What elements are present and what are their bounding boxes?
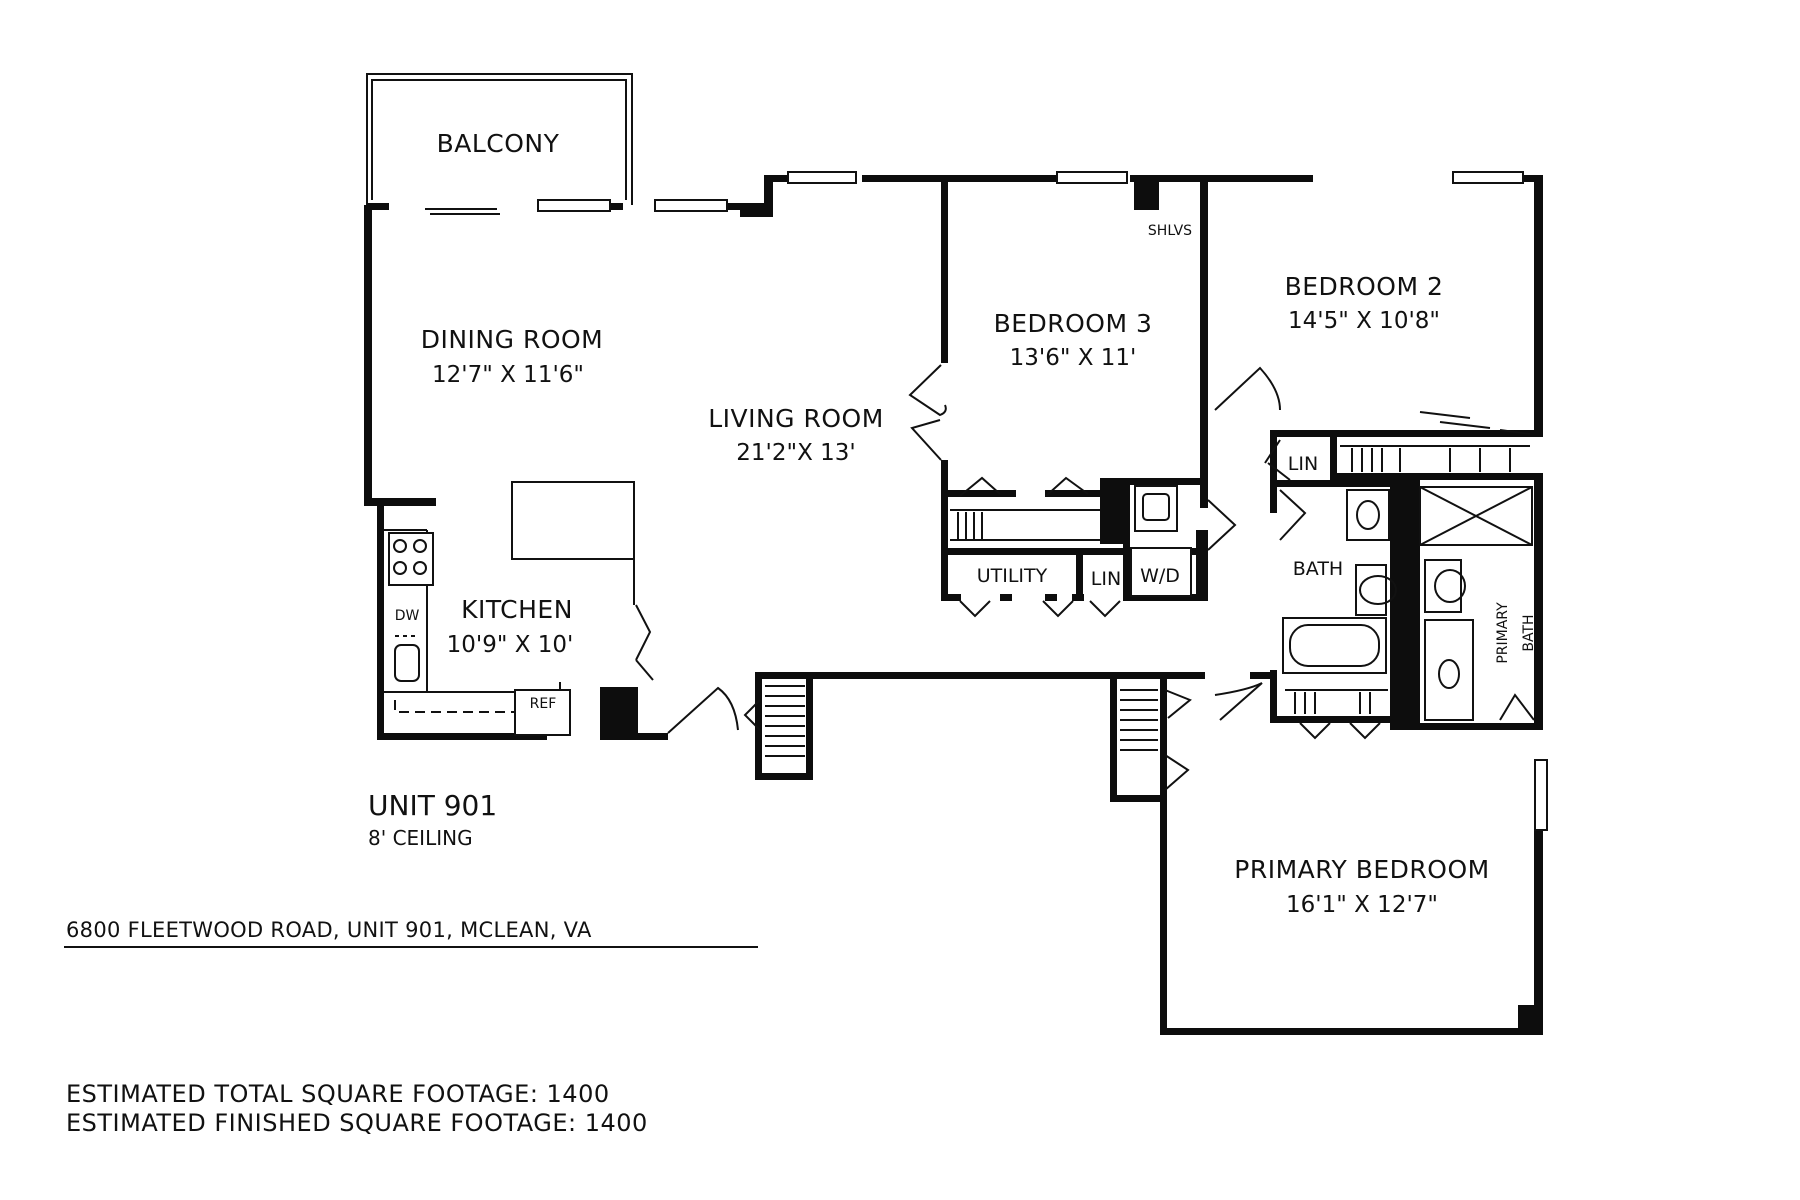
walls — [364, 175, 1543, 1035]
dining-room-size: 12'7" X 11'6" — [432, 362, 584, 388]
linen-label-utility: LIN — [1091, 568, 1121, 590]
balcony-outline — [366, 73, 633, 205]
fixture-labels: SHLVS LIN LIN UTILITY W/D BATH DW REF PR… — [395, 223, 1537, 712]
room-labels: BALCONY DINING ROOM 12'7" X 11'6" LIVING… — [421, 129, 1490, 918]
bath-label: BATH — [1293, 558, 1343, 580]
kitchen-size: 10'9" X 10' — [447, 632, 574, 658]
dining-room-label: DINING ROOM — [421, 325, 604, 354]
unit-title: UNIT 901 — [368, 789, 497, 822]
total-square-footage: ESTIMATED TOTAL SQUARE FOOTAGE: 1400 — [66, 1080, 610, 1108]
closet-shelving — [743, 411, 1531, 757]
balcony-label: BALCONY — [437, 129, 560, 158]
refrigerator-label: REF — [530, 696, 557, 712]
primary-bath-label-line1: PRIMARY — [1495, 602, 1511, 664]
washer-dryer-label: W/D — [1140, 565, 1180, 587]
primary-bath-label-line2: BATH — [1521, 614, 1537, 651]
dishwasher-label: DW — [395, 608, 420, 624]
bath-fixtures — [1282, 486, 1533, 721]
primary-bedroom-label: PRIMARY BEDROOM — [1234, 855, 1489, 884]
address: 6800 FLEETWOOD ROAD, UNIT 901, MCLEAN, V… — [66, 918, 592, 942]
bedroom-2-size: 14'5" X 10'8" — [1288, 308, 1440, 334]
finished-square-footage: ESTIMATED FINISHED SQUARE FOOTAGE: 1400 — [66, 1109, 648, 1137]
kitchen-label: KITCHEN — [461, 595, 573, 624]
linen-label-hall: LIN — [1288, 453, 1318, 475]
laundry-fixtures — [1130, 485, 1192, 597]
utility-label: UTILITY — [977, 565, 1048, 587]
ceiling-height: 8' CEILING — [368, 826, 473, 850]
windows — [425, 171, 1548, 831]
shelves-label: SHLVS — [1148, 223, 1192, 239]
plan-info: UNIT 901 8' CEILING 6800 FLEETWOOD ROAD,… — [64, 789, 758, 1137]
primary-bedroom-size: 16'1" X 12'7" — [1286, 892, 1438, 918]
bedroom-2-label: BEDROOM 2 — [1285, 272, 1444, 301]
living-room-label: LIVING ROOM — [708, 404, 884, 433]
bedroom-3-label: BEDROOM 3 — [994, 309, 1153, 338]
doors — [667, 364, 1535, 791]
bedroom-3-size: 13'6" X 11' — [1010, 345, 1137, 371]
kitchen-fixtures — [384, 481, 654, 736]
living-room-size: 21'2"X 13' — [736, 440, 855, 466]
